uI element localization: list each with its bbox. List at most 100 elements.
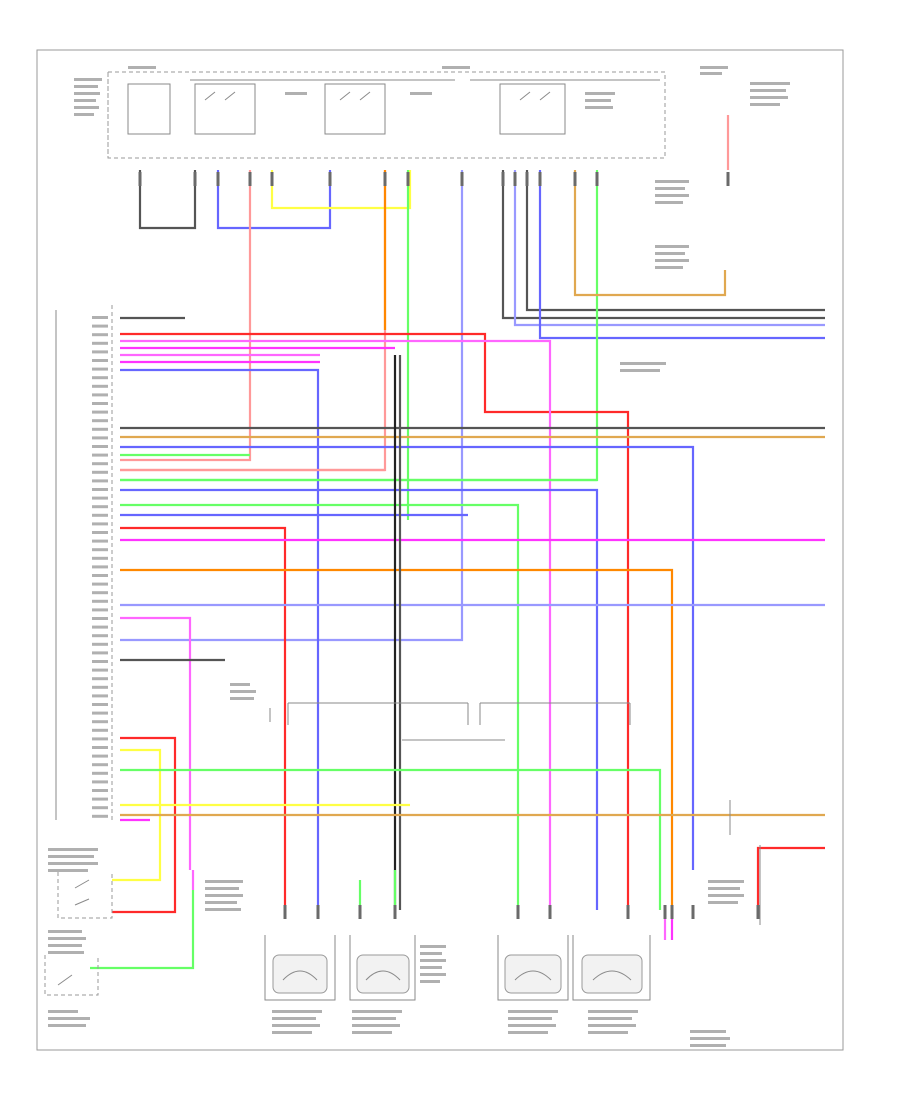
wheel-sensors	[44, 683, 744, 1047]
wire-red-47	[112, 870, 177, 914]
pin-label-mark	[92, 384, 108, 388]
pin-label-mark	[92, 462, 108, 466]
pin-label-mark	[92, 806, 108, 810]
connector-pin	[538, 172, 542, 186]
pin-label-mark	[92, 470, 108, 474]
wire-red-39	[120, 736, 177, 870]
pin-label-mark	[92, 359, 108, 362]
pin-label-mark	[92, 513, 108, 517]
pin-label-mark	[92, 410, 108, 414]
pin-label-mark	[92, 660, 108, 663]
wire-yellow-2	[270, 170, 412, 210]
connector-pin	[406, 172, 410, 186]
connector-pin	[328, 172, 332, 186]
wire-blue-1	[216, 170, 332, 230]
pin-label-mark	[92, 651, 108, 655]
pin-label-mark	[92, 350, 108, 354]
connector-pin	[283, 905, 287, 919]
right-rear-speed-sensor	[349, 935, 416, 1001]
connector-pin	[501, 172, 505, 186]
pin-label-mark	[92, 608, 108, 612]
pin-label-mark	[92, 367, 108, 371]
wire-green-46	[90, 890, 195, 970]
pin-label-mark	[92, 642, 108, 646]
stop-lamp-switch	[57, 872, 113, 919]
pin-label-mark	[92, 582, 108, 586]
pin-label-mark	[92, 737, 108, 741]
pin-label-mark	[92, 333, 108, 337]
pin-label-mark	[92, 436, 108, 440]
pin-label-mark	[92, 324, 108, 328]
pin-label-mark	[92, 479, 108, 483]
pin-label-mark	[92, 677, 108, 681]
wire-red-16	[120, 332, 630, 910]
connector-pin	[193, 172, 197, 186]
connector-pin	[525, 172, 529, 186]
diagram-border	[36, 49, 844, 1051]
pin-label-mark	[92, 685, 108, 689]
pin-label-mark	[92, 780, 108, 784]
pin-label-mark	[92, 746, 108, 749]
connector-pin	[663, 905, 667, 919]
pin-label-mark	[92, 341, 108, 345]
pin-label-mark	[92, 634, 108, 638]
pin-label-mark	[92, 617, 108, 620]
pin-label-mark	[92, 505, 108, 509]
wire-red-31	[120, 526, 287, 910]
connector-pin	[516, 905, 520, 919]
left-front-speed-sensor	[497, 935, 569, 1001]
wire-light_blue-9	[513, 170, 825, 327]
pin-label-mark	[92, 427, 108, 431]
pin-label-mark	[92, 694, 108, 698]
wire-gray-8	[501, 170, 825, 320]
pin-label-mark	[92, 763, 108, 767]
connector-pin	[513, 172, 517, 186]
wire-pink-17	[120, 339, 552, 910]
abs-module-connector	[55, 305, 113, 820]
pin-label-mark	[92, 565, 108, 569]
pin-label-mark	[92, 419, 108, 423]
pin-label-mark	[92, 574, 108, 577]
connector-pin	[756, 905, 760, 919]
pin-label-mark	[92, 703, 108, 706]
wire-gray-0	[138, 170, 197, 230]
wire-orange-33	[120, 568, 674, 910]
connector-pin	[726, 172, 730, 186]
connector-pin	[248, 172, 252, 186]
wire-blue-11	[538, 170, 825, 340]
right-front-speed-sensor	[572, 935, 651, 1001]
pin-label-mark	[92, 728, 108, 732]
wire-blue-24	[120, 445, 695, 870]
wire-blue-21	[120, 368, 320, 910]
connector-pin	[270, 172, 274, 186]
wires-layer	[90, 115, 825, 970]
connector-pin	[216, 172, 220, 186]
connector-pin	[138, 172, 142, 186]
wire-blue-28	[120, 488, 599, 910]
pin-label-mark	[92, 316, 108, 319]
pin-label-mark	[92, 445, 108, 448]
wire-gray-10	[525, 170, 825, 312]
pin-label-mark	[92, 496, 108, 500]
fuse-box-1	[127, 83, 171, 135]
pin-label-mark	[92, 797, 108, 801]
relay-box-1	[194, 83, 256, 135]
wire-light_red-4	[120, 170, 387, 472]
wire-green-41	[120, 768, 662, 910]
pin-label-mark	[92, 668, 108, 672]
pin-label-mark	[92, 556, 108, 560]
pin-label-mark	[92, 814, 108, 818]
relay-box-2	[324, 83, 386, 135]
wire-tan-13	[573, 170, 727, 297]
connector-pin	[548, 905, 552, 919]
brake-fluid-level-switch	[44, 955, 99, 996]
pin-label-mark	[92, 771, 108, 775]
wire-light_blue-7	[120, 170, 464, 642]
wire-red-48	[756, 846, 825, 910]
wire-green-29	[120, 503, 520, 910]
pin-label-mark	[92, 402, 108, 405]
pin-label-mark	[92, 376, 108, 380]
pin-label-mark	[92, 599, 108, 603]
